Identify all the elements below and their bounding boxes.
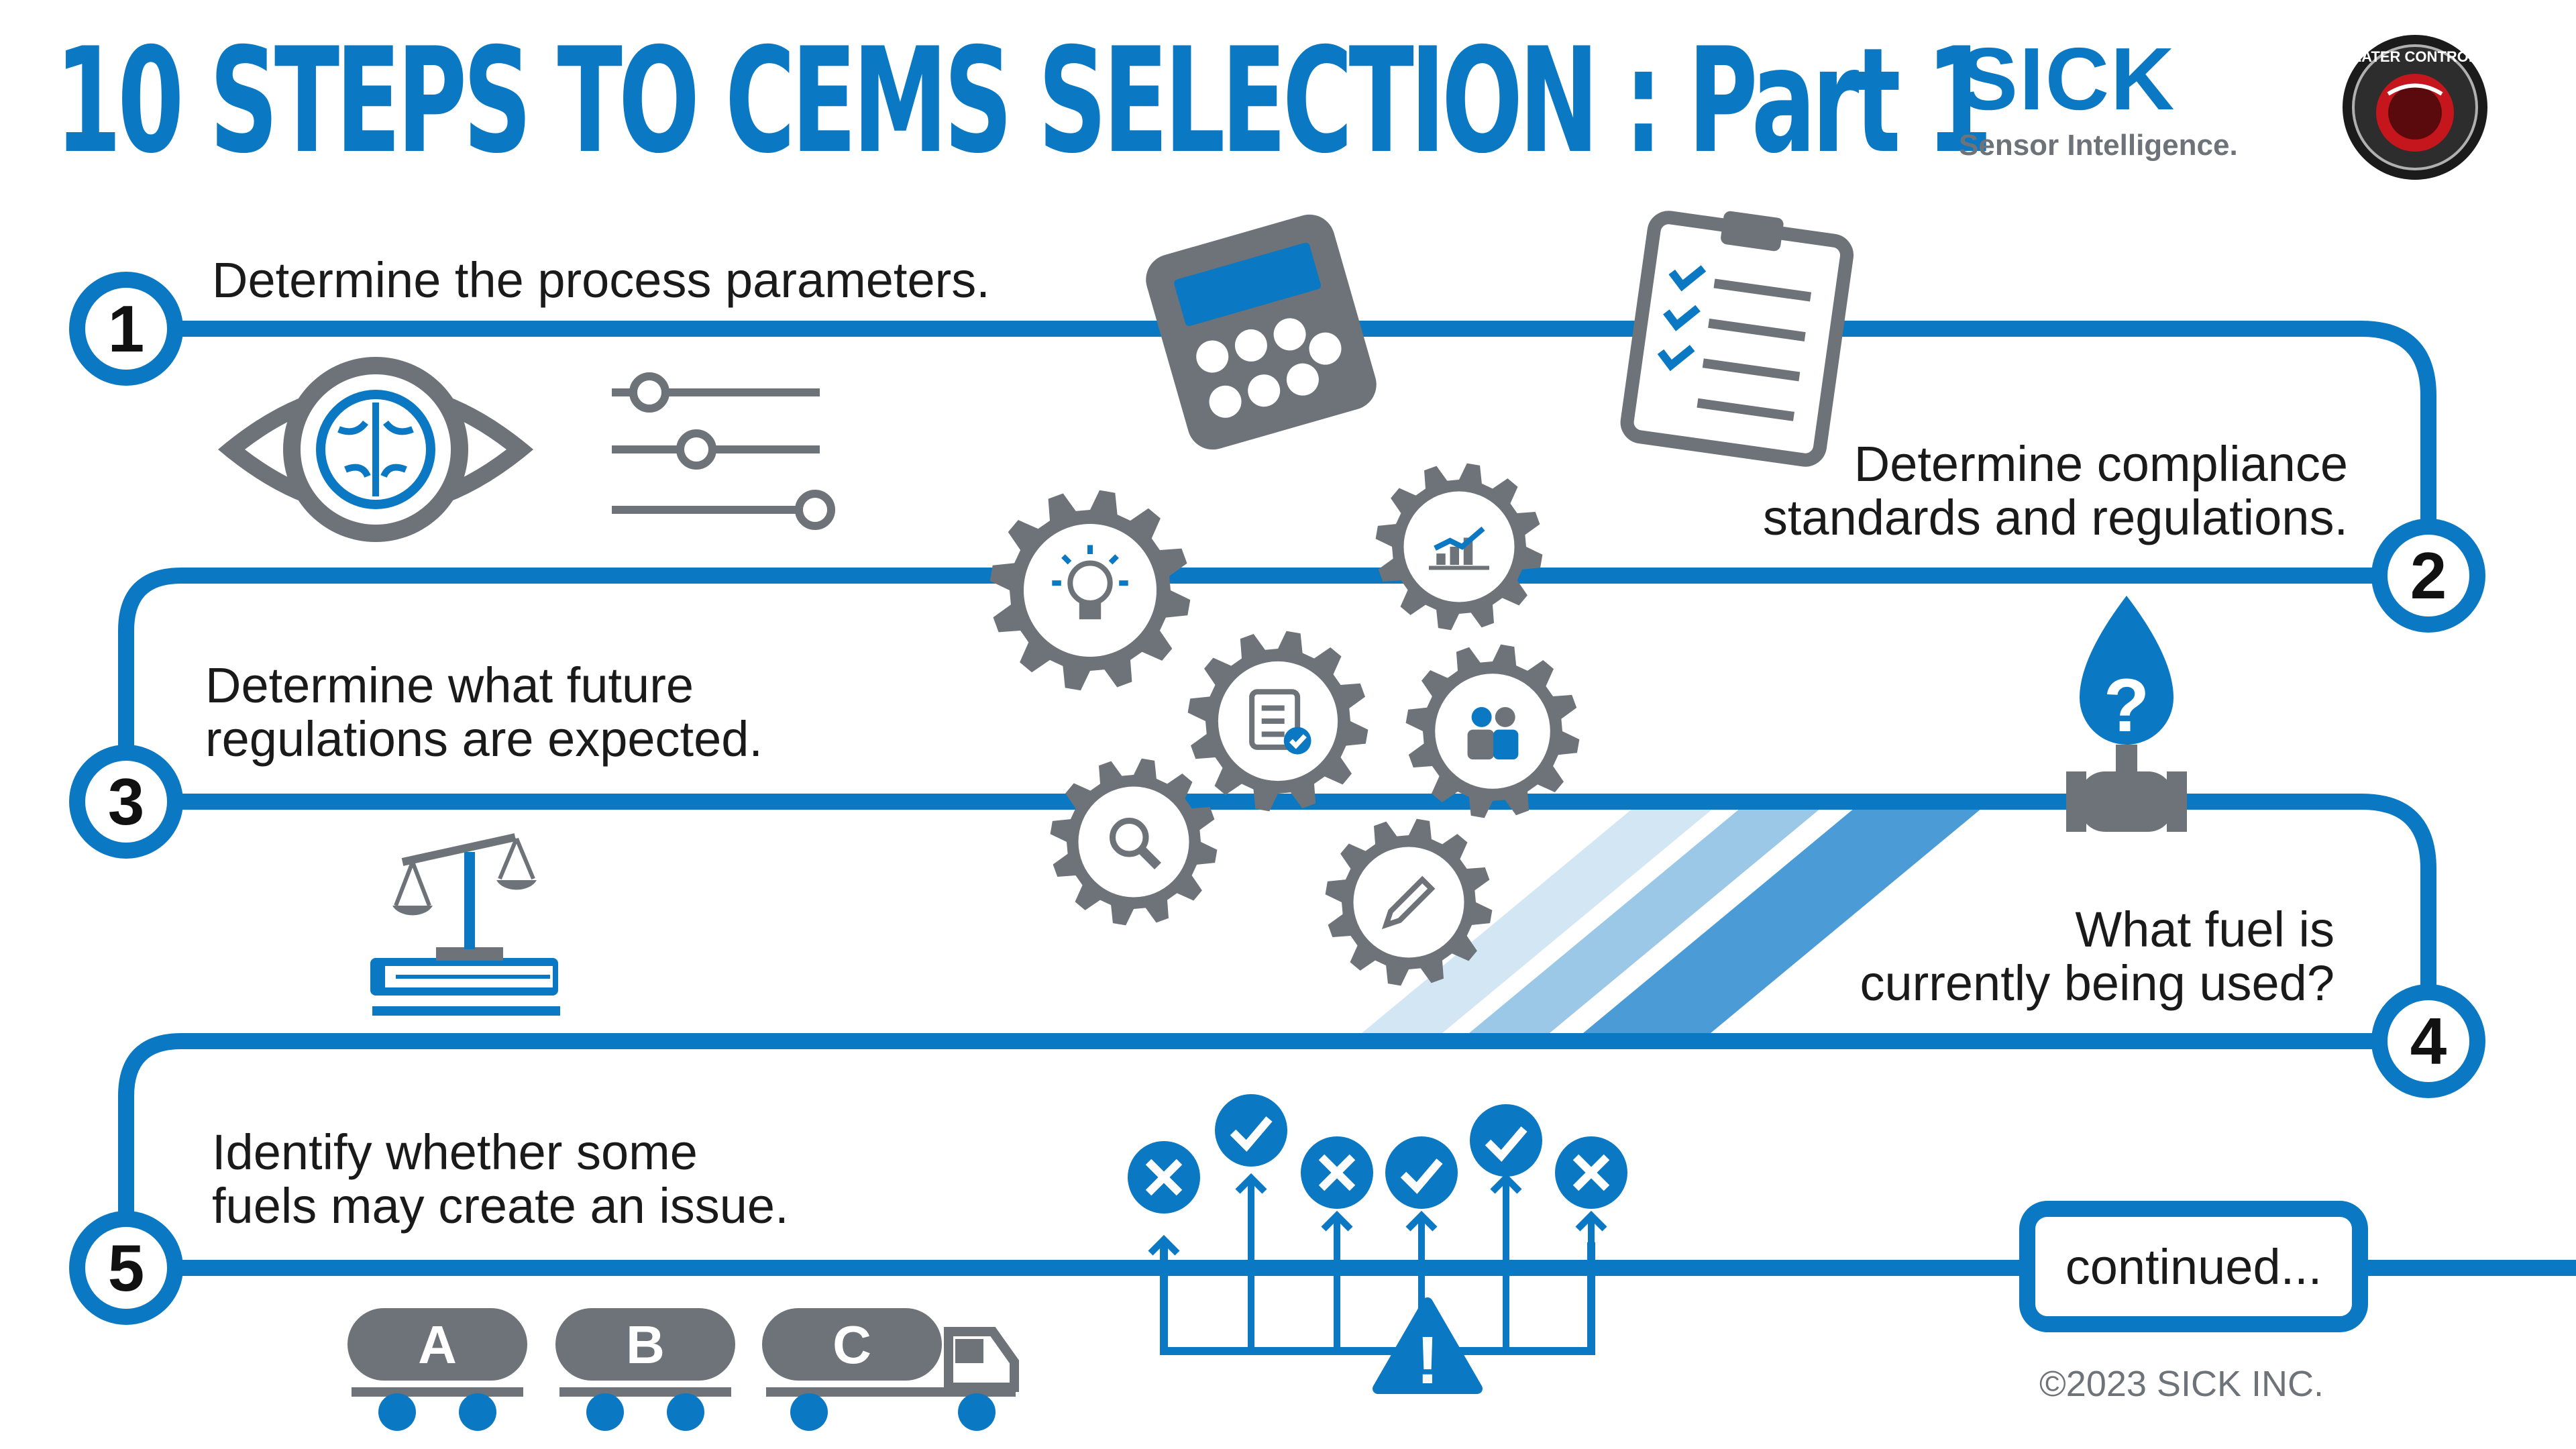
gear-6	[1325, 818, 1493, 986]
process-path	[118, 321, 2576, 1276]
question-mark-label: ?	[2104, 663, 2149, 747]
step-2-text: Determine compliance standards and regul…	[1763, 437, 2348, 545]
warning-exclamation-label: !	[1416, 1323, 1438, 1398]
step-1-text: Determine the process parameters.	[212, 254, 990, 307]
step-4-text: What fuel is currently being used?	[1860, 903, 2334, 1010]
step-5-line: Identify whether some	[212, 1124, 698, 1180]
gear-4	[1405, 644, 1580, 818]
pencil-icon	[1381, 875, 1436, 930]
check-option-icon	[1385, 1136, 1458, 1209]
clipboard-checklist-icon	[1620, 211, 1854, 467]
scales-on-book-icon	[370, 833, 560, 1016]
check-option-icon	[1215, 1094, 1287, 1167]
step-3-line: regulations are expected.	[205, 711, 763, 767]
cross-option-icon	[1128, 1141, 1200, 1214]
document-check-icon	[1249, 689, 1311, 755]
step-5-text: Identify whether some fuels may create a…	[212, 1126, 789, 1233]
cross-option-icon	[1555, 1136, 1627, 1209]
tanker-a-label: A	[418, 1315, 457, 1375]
step-5-badge: 5	[69, 1211, 183, 1325]
step-2-line: Determine compliance	[1854, 436, 2348, 492]
step-3-text: Determine what future regulations are ex…	[205, 659, 763, 766]
brand-tagline: Sensor Intelligence.	[1959, 129, 2238, 162]
cross-option-icon	[1301, 1136, 1373, 1209]
eye-brain-icon	[218, 357, 533, 542]
step-4-line: currently being used?	[1860, 955, 2334, 1011]
calculator-icon	[1146, 214, 1377, 450]
check-cross-options-icon	[1128, 1094, 1627, 1355]
step-3-badge: 3	[69, 745, 183, 859]
fuel-drop-question-icon: ?	[2066, 596, 2187, 832]
slater-controls-badge-icon: SLATER CONTROLS	[2343, 35, 2487, 180]
page-title: 10 STEPS TO CEMS SELECTION : Part 1	[55, 17, 1992, 185]
decorative-stripes	[1362, 805, 1986, 1033]
step-4-line: What fuel is	[2075, 902, 2334, 957]
warning-icon: !	[1373, 1297, 1483, 1398]
copyright-text: ©2023 SICK INC.	[2039, 1364, 2324, 1404]
step-2-badge: 2	[2371, 519, 2485, 633]
lightbulb-icon	[1052, 545, 1128, 620]
gear-1	[989, 490, 1191, 691]
tanker-c-truck: C	[762, 1308, 1019, 1431]
gear-3	[1187, 631, 1368, 812]
gear-2	[1375, 463, 1543, 631]
step-4-badge: 4	[2371, 984, 2485, 1098]
sick-logo: SICK Sensor Intelligence.	[1959, 35, 2238, 162]
brand-name: SICK	[1959, 30, 2176, 128]
step-1-line: Determine the process parameters.	[212, 252, 990, 308]
gear-5	[1050, 758, 1218, 926]
partner-logo-text: SLATER CONTROLS	[2343, 48, 2487, 65]
tanker-b: B	[555, 1308, 735, 1431]
step-5-line: fuels may create an issue.	[212, 1178, 789, 1234]
tanker-a: A	[347, 1308, 527, 1431]
sliders-icon	[612, 372, 835, 530]
check-option-icon	[1470, 1104, 1542, 1177]
magnifier-icon	[1110, 818, 1161, 869]
step-1-badge: 1	[69, 272, 183, 386]
continued-button[interactable]: continued...	[2019, 1201, 2368, 1332]
step-3-line: Determine what future	[205, 657, 694, 713]
tanker-trains: A B C	[347, 1308, 1019, 1431]
tanker-c-label: C	[833, 1315, 871, 1375]
growth-chart-icon	[1429, 526, 1489, 570]
step-2-line: standards and regulations.	[1762, 490, 2348, 545]
tanker-b-label: B	[626, 1315, 665, 1375]
team-icon	[1467, 706, 1519, 760]
